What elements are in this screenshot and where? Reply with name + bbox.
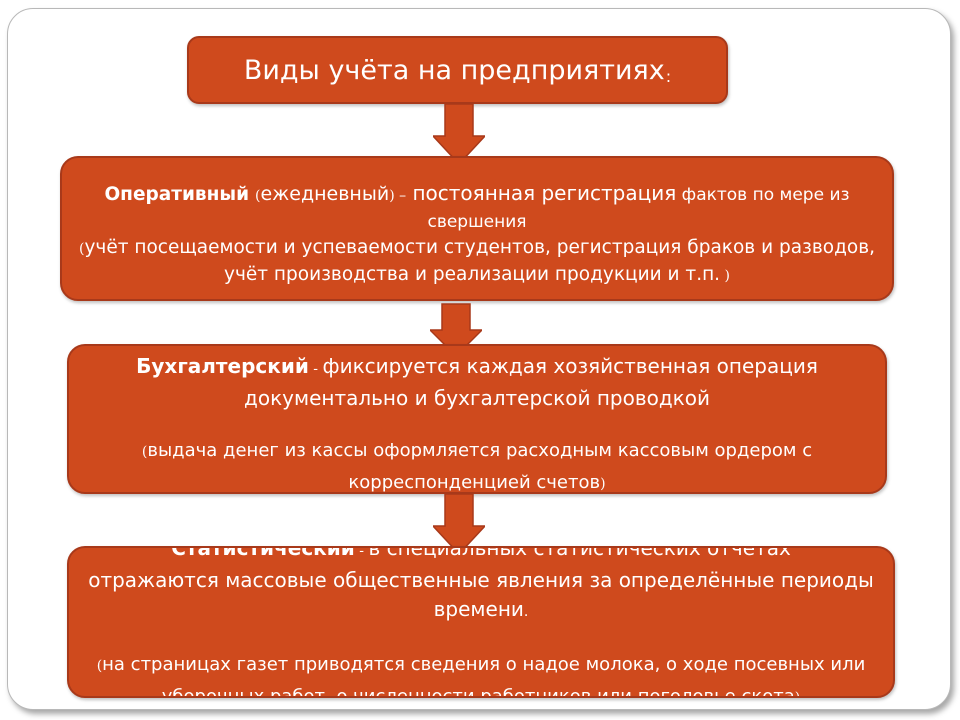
statistical-dash: - <box>354 546 369 559</box>
operational-example: учёт посещаемости и успеваемости студент… <box>84 237 876 285</box>
statistical-definition-first: в специальных статистических отчетах <box>368 546 791 560</box>
accounting-term: Бухгалтерский <box>136 354 309 378</box>
accounting-example-close: ) <box>600 476 606 492</box>
title-colon: : <box>665 66 672 86</box>
operational-accounting-box: Оперативный (ежедневный) – постоянная ре… <box>60 156 894 301</box>
down-arrow-icon <box>430 303 482 358</box>
operational-definition: постоянная регистрация <box>406 181 677 205</box>
accounting-definition: фиксируется каждая хозяйственная операци… <box>244 354 818 410</box>
operational-example-close: ) <box>720 268 730 284</box>
operational-paren-close: ) – <box>389 188 407 204</box>
accounting-example: выдача денег из кассы оформляется расход… <box>147 440 813 493</box>
title-box: Виды учёта на предприятиях: <box>187 36 728 104</box>
statistical-example: на страницах газет приводятся сведения о… <box>102 654 866 698</box>
statistical-box: Статистический - в специальных статистич… <box>67 546 895 698</box>
statistical-example-open: ( <box>96 658 103 674</box>
operational-definition-rest: фактов по мере из свершения <box>427 185 850 232</box>
down-arrow-icon <box>433 104 485 164</box>
accounting-dash: - <box>308 361 323 377</box>
operational-example-open: ( <box>78 241 85 257</box>
operational-paren-open: ( <box>255 188 261 204</box>
statistical-dot: . <box>523 604 529 620</box>
statistical-term: Статистический <box>171 546 355 560</box>
statistical-example-close: ) <box>794 690 801 698</box>
accounting-box: Бухгалтерский - фиксируется каждая хозяй… <box>67 344 887 494</box>
accounting-example-open: ( <box>141 444 148 460</box>
title-text: Виды учёта на предприятиях <box>243 54 665 86</box>
down-arrow-icon <box>433 494 485 554</box>
operational-paren-text: ежедневный <box>260 183 390 205</box>
operational-term: Оперативный <box>104 184 250 205</box>
statistical-definition: отражаются массовые общественные явления… <box>88 568 874 621</box>
